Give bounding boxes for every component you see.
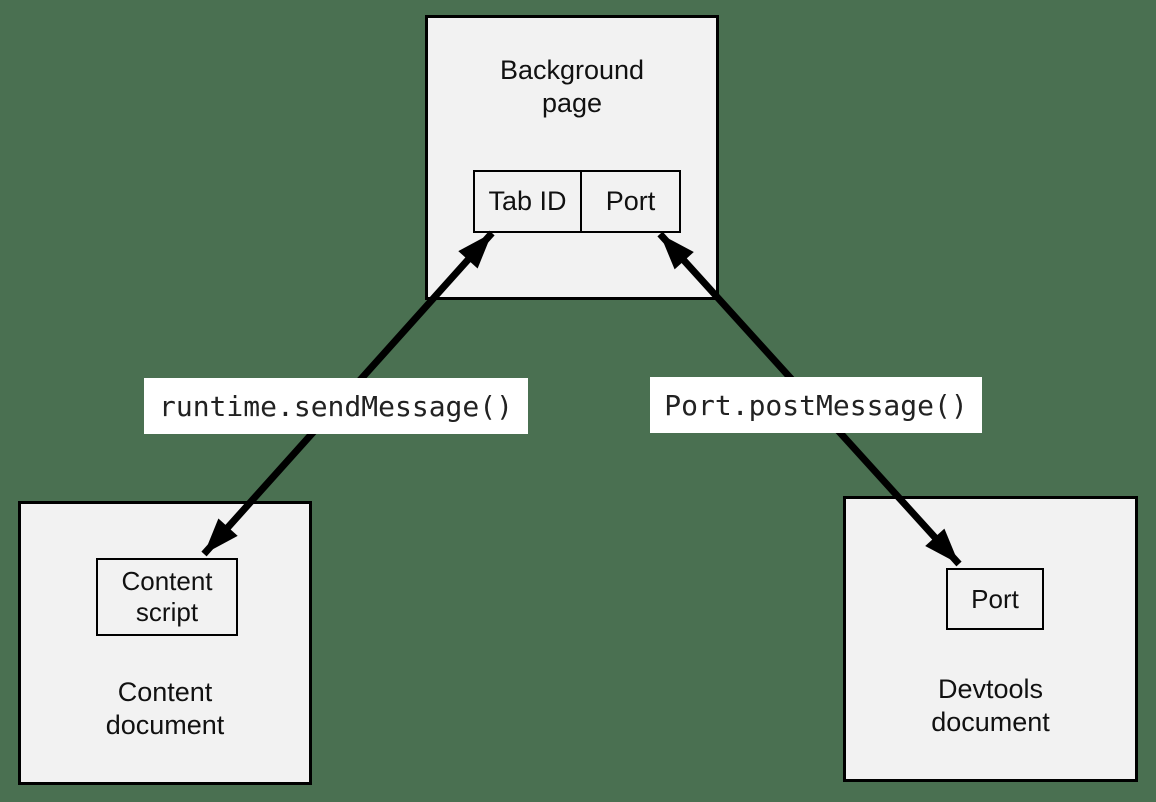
devtools-port-box: Port	[946, 568, 1044, 630]
background-port-cell: Port	[605, 186, 656, 216]
devtools-document-label: Devtools document	[931, 674, 1050, 737]
tab-id-cell: Tab ID	[475, 172, 582, 231]
background-page-box: Background page Tab ID Port	[425, 15, 719, 300]
runtime-sendmessage-label: runtime.sendMessage()	[144, 378, 528, 434]
port-postmessage-label: Port.postMessage()	[650, 377, 982, 433]
content-script-box: Content script	[96, 558, 238, 636]
tabid-port-table: Tab ID Port	[473, 170, 681, 233]
devtools-document-box: Port Devtools document	[843, 496, 1138, 782]
content-document-box: Content script Content document	[18, 501, 312, 785]
content-document-label: Content document	[105, 677, 225, 740]
background-page-label: Background page	[499, 55, 645, 118]
